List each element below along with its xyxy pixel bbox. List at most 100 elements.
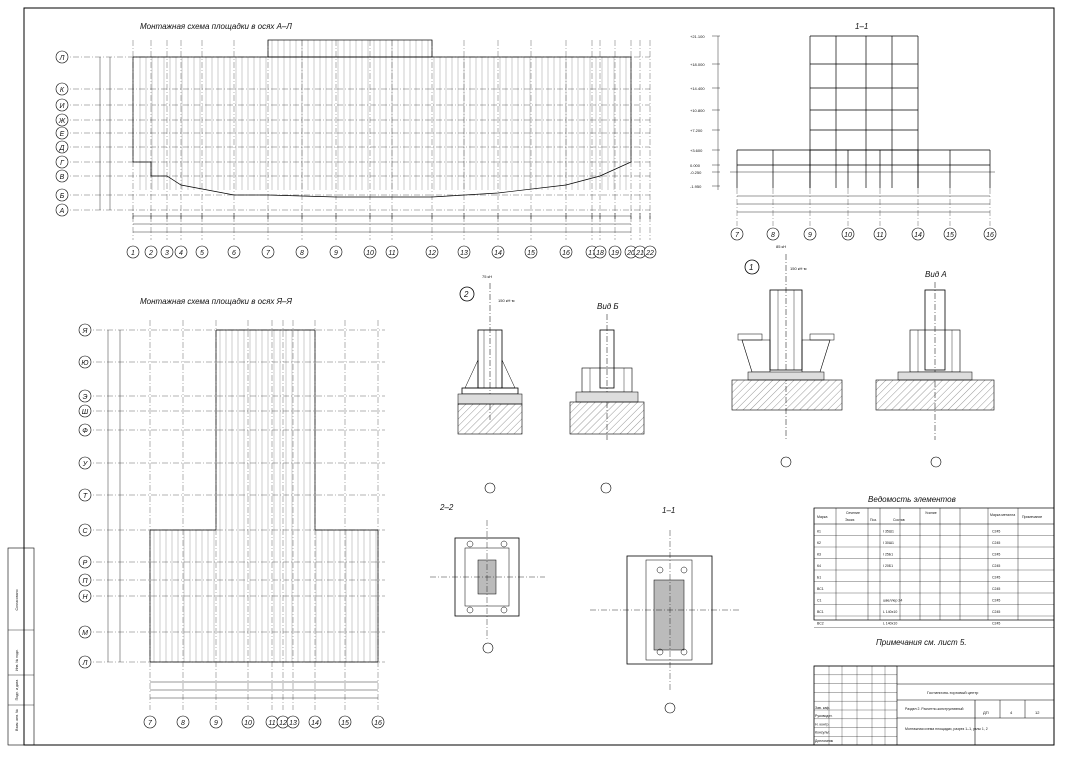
spec-row-steel: С245	[992, 587, 1000, 591]
spec-row-steel: С245	[992, 610, 1000, 614]
plan1-row-marker	[55, 113, 69, 127]
spec-row-mark: С1	[817, 599, 822, 603]
node1-marker	[744, 259, 760, 275]
node2-label: 2	[463, 290, 469, 299]
plan1-col-marker	[524, 245, 538, 259]
stamp-role: Консульт.	[815, 731, 830, 735]
section11-col-marker	[983, 227, 997, 241]
plan2-row-label: Ш	[82, 409, 89, 416]
node1-drawing: 1 85 кН 150 кН·м	[731, 244, 843, 468]
plan2-row-marker	[78, 389, 92, 403]
section11-col-marker	[803, 227, 817, 241]
spec-row-mark: ВС1	[817, 610, 824, 614]
section11-col-label: 11	[876, 232, 883, 239]
plan2-row-label: Л	[82, 660, 88, 667]
plan2-row-label: Р	[83, 560, 88, 567]
section11-col-marker	[873, 227, 887, 241]
spec-header-note: Примечание	[1022, 515, 1042, 519]
plan2-row-marker	[78, 523, 92, 537]
vid-a-title: Вид А	[925, 270, 947, 279]
plan1-row-marker	[55, 203, 69, 217]
node1-moment: 150 кН·м	[790, 266, 807, 271]
elevation-label: -1.950	[690, 184, 702, 189]
node2-drawing: 2 75 кН 150 кН·м	[457, 274, 523, 494]
plan2-row-label: Э	[83, 394, 88, 401]
plan2-row-label: М	[82, 630, 88, 637]
plan1-row-marker	[55, 155, 69, 169]
section11-col-label: 14	[914, 232, 922, 239]
section11-col-marker	[943, 227, 957, 241]
plan2-col-label: 9	[214, 720, 218, 727]
plan1-col-label: 7	[266, 250, 271, 257]
stamp-org: Гостинично-торговый центр	[927, 690, 979, 695]
plan1-col-label: 8	[300, 250, 304, 257]
vid-b-title: Вид Б	[597, 302, 619, 311]
elevation-label: +14.400	[690, 86, 705, 91]
plan1-col-label: 2	[148, 250, 153, 257]
plan1-row-label: И	[59, 103, 65, 110]
spec-row-steel: С245	[992, 622, 1000, 626]
plan1-col-label: 19	[611, 250, 619, 257]
section11-col-label: 8	[771, 232, 775, 239]
section11-drawing: +21.100+18.000+14.400+10.800+7.200+3.600…	[690, 34, 997, 241]
spec-title: Ведомость элементов	[868, 495, 956, 504]
plan1-row-label: Г	[60, 160, 65, 167]
plan1-col-label: 20	[626, 250, 635, 257]
plan2-col-label: 13	[289, 720, 297, 727]
plan1-col-marker	[144, 245, 158, 259]
plan2-col-label: 12	[279, 720, 287, 727]
plan1-row-label: А	[59, 208, 65, 215]
plan1-col-label: 6	[232, 250, 236, 257]
plan1-col-marker	[126, 245, 140, 259]
plan1-row-label: Б	[60, 193, 65, 200]
spec-row-steel: С245	[992, 541, 1000, 545]
plan1-col-marker	[363, 245, 377, 259]
plan1-row-label: К	[60, 87, 65, 94]
plan2-row-marker	[78, 456, 92, 470]
plan1-col-label: 18	[596, 250, 604, 257]
plan2-row-marker	[78, 625, 92, 639]
plan2-col-label: 14	[311, 720, 319, 727]
side-stamp-label: Взам. инв. №	[15, 709, 19, 731]
title-block: Гостинично-торговый центр Раздел 2. Расч…	[813, 665, 1055, 746]
plan2-title: Монтажная схема площадки в осях Я–Я	[140, 297, 292, 306]
vid-a-drawing: Вид А	[875, 270, 995, 468]
section22-title: 2–2	[439, 503, 454, 512]
plan2-row-label: Я	[82, 328, 88, 335]
plan2-row-label: Т	[83, 493, 88, 500]
plan1-col-marker	[559, 245, 573, 259]
spec-header-section: Сечение	[846, 511, 860, 515]
node1-load: 85 кН	[776, 244, 786, 249]
node2-moment: 150 кН·м	[498, 298, 515, 303]
plan1-col-marker	[457, 245, 471, 259]
plan2-col-marker	[338, 715, 352, 729]
spec-row-comp: I 20Б1	[883, 564, 893, 568]
spec-header-mark: Марка	[817, 515, 827, 519]
stamp-role: Зав. каф.	[815, 706, 830, 710]
plan2-col-label: 11	[268, 720, 275, 727]
plan1-col-marker	[385, 245, 399, 259]
spec-header-pos: Поз.	[870, 518, 877, 522]
sheet-frame	[23, 7, 1055, 746]
plan1-col-label: 16	[562, 250, 570, 257]
spec-header-sketch: Эскиз	[845, 518, 855, 522]
spec-row-comp: I 30Ш1	[883, 541, 894, 545]
plan2-col-marker	[371, 715, 385, 729]
side-stamp-label: Подп. и дата	[15, 680, 19, 701]
plan2-row-marker	[78, 555, 92, 569]
spec-row-steel: С245	[992, 553, 1000, 557]
node2-marker	[459, 286, 475, 302]
section11-col-label: 10	[844, 232, 852, 239]
section11-col-label: 7	[735, 232, 740, 239]
plan2-row-marker	[78, 573, 92, 587]
spec-row-mark: ВС1	[817, 587, 824, 591]
plan1-col-marker	[227, 245, 241, 259]
stamp-sheets: 12	[1035, 710, 1040, 715]
plan1-col-label: 10	[366, 250, 374, 257]
node2-load: 75 кН	[482, 274, 492, 279]
plan2-row-marker	[78, 323, 92, 337]
spec-header-comp: Состав	[893, 518, 905, 522]
